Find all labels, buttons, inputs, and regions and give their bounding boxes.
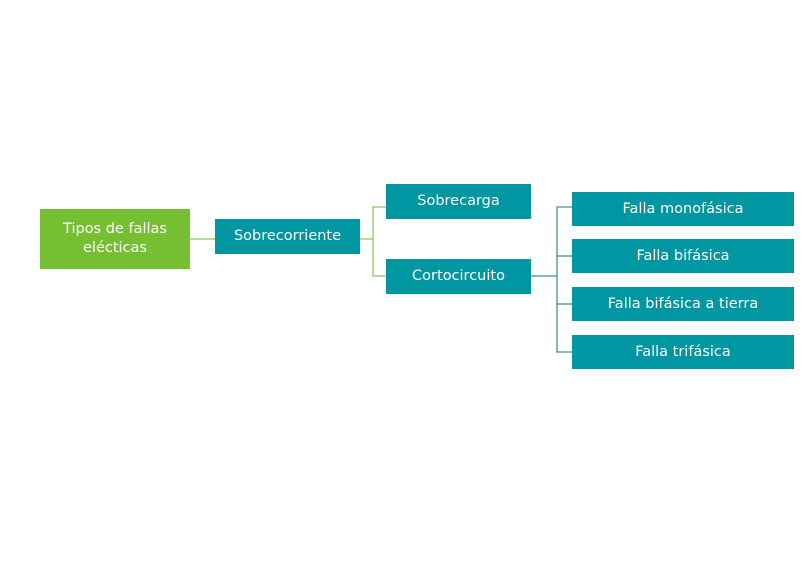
node-sobrecarga-label: Sobrecarga [417,193,500,209]
node-sobrecorriente[interactable]: Sobrecorriente [215,219,360,254]
connector-cortocircuito-children [556,206,572,353]
node-falla-monofasica[interactable]: Falla monofásica [572,192,794,226]
node-falla-bifasica-tierra[interactable]: Falla bifásica a tierra [572,287,794,321]
node-falla-bifasica[interactable]: Falla bifásica [572,239,794,273]
connector-sobrecorriente-children [372,206,386,277]
node-falla-trifasica-label: Falla trifásica [635,343,731,360]
node-cortocircuito[interactable]: Cortocircuito [386,259,531,294]
node-falla-monofasica-label: Falla monofásica [622,200,744,217]
root-node-label: Tipos de fallas elécticas [63,221,167,256]
node-sobrecorriente-label: Sobrecorriente [233,228,342,244]
root-node[interactable]: Tipos de fallas elécticas [40,209,190,269]
node-falla-trifasica[interactable]: Falla trifásica [572,335,794,369]
node-falla-bifasica-tierra-label: Falla bifásica a tierra [607,295,759,312]
node-cortocircuito-label: Cortocircuito [412,268,505,284]
node-falla-bifasica-label: Falla bifásica [636,247,730,264]
node-sobrecarga[interactable]: Sobrecarga [386,184,531,219]
